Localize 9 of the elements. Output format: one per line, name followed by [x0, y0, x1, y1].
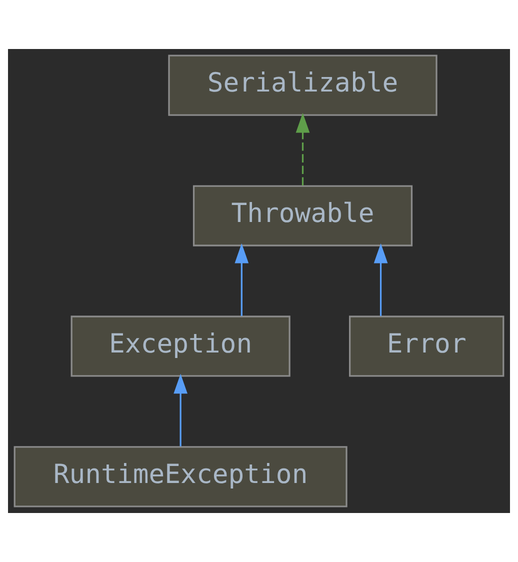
- node-box: Exception: [70, 316, 290, 377]
- node-box: Throwable: [192, 185, 413, 246]
- arrow: [174, 374, 188, 446]
- arrow: [234, 243, 249, 316]
- node-box: Serializable: [168, 54, 438, 116]
- node-box: Error: [349, 316, 504, 377]
- arrow: [296, 112, 310, 186]
- node-box: RuntimeException: [14, 446, 348, 508]
- arrow: [374, 243, 388, 316]
